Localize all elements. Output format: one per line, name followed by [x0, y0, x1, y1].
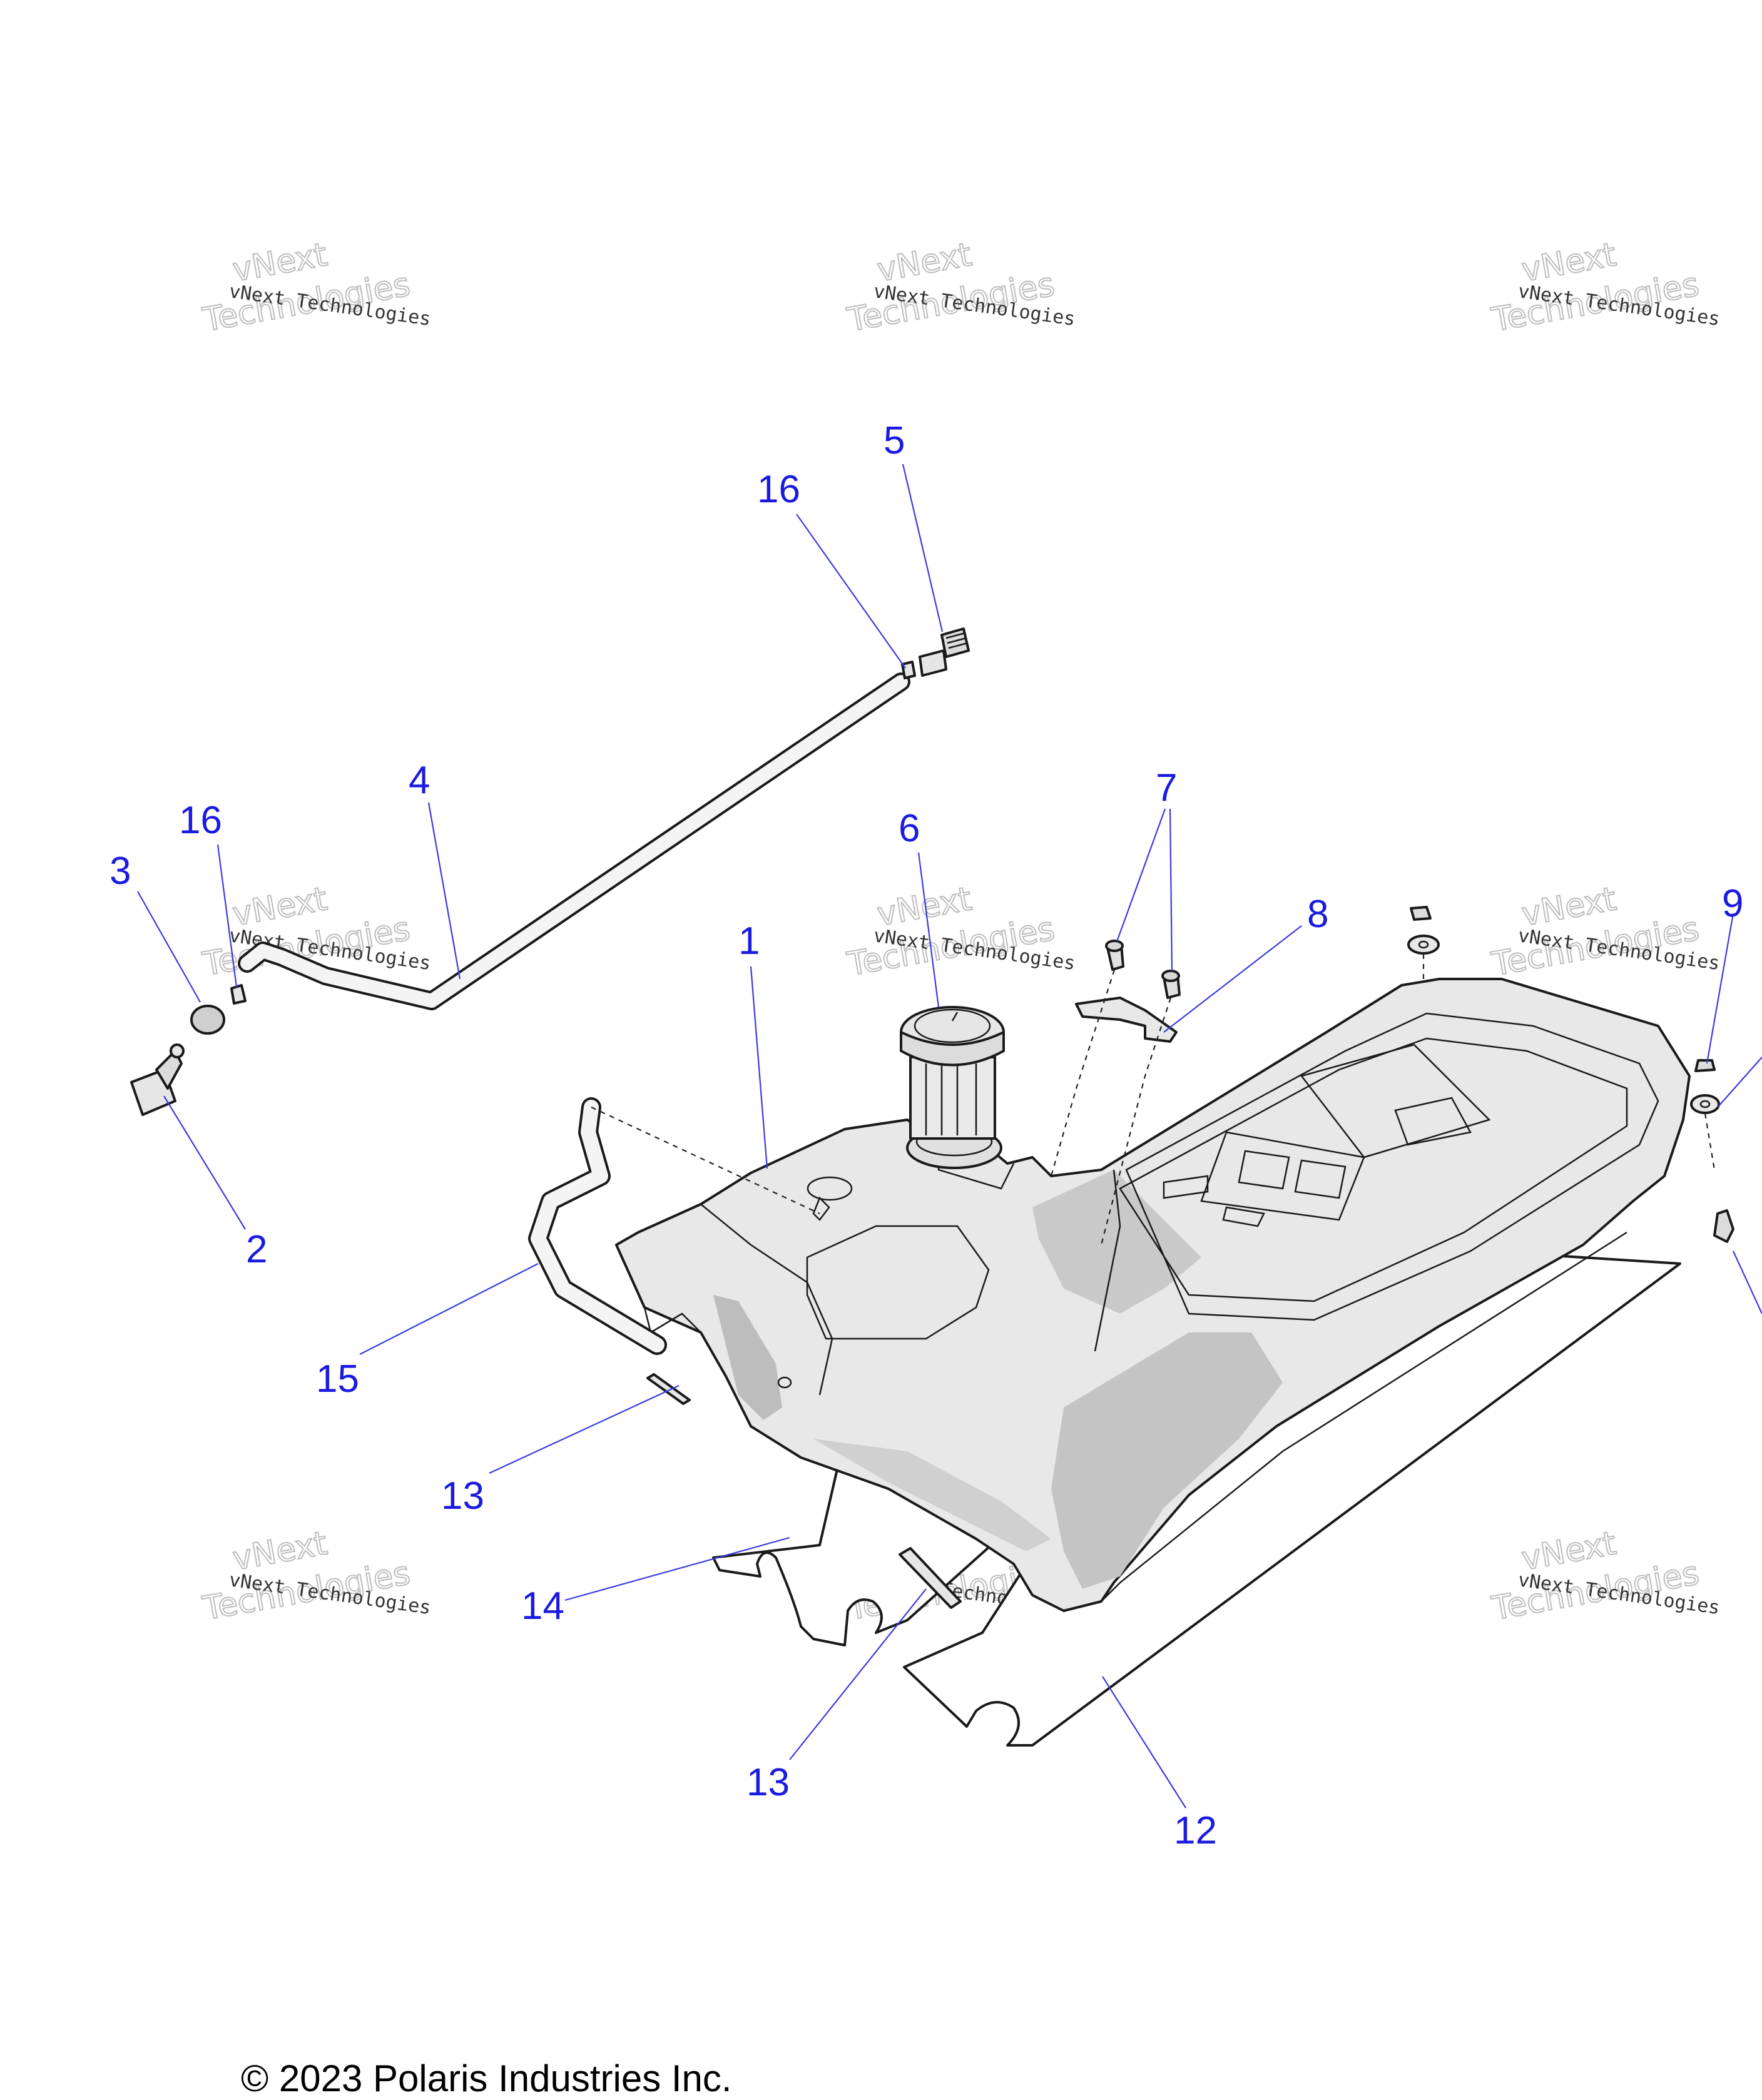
callout-16a: 16	[757, 468, 800, 511]
leader-5	[902, 464, 944, 632]
leader-13b	[789, 1588, 927, 1760]
part-12-plate	[903, 1234, 1681, 1747]
copyright-text: © 2023 Polaris Industries Inc.	[241, 2057, 732, 2099]
leader-7b	[1169, 808, 1173, 972]
leader-lines	[137, 464, 1762, 1808]
part-9-nut-washer	[1690, 1059, 1734, 1243]
part-6-fuel-cap	[900, 1006, 1005, 1140]
part-8-bracket	[1075, 997, 1178, 1043]
callout-6: 6	[899, 807, 920, 850]
leader-16b	[216, 844, 238, 988]
callout-7: 7	[1156, 766, 1177, 809]
callout-5: 5	[884, 419, 905, 462]
leader-9	[1706, 913, 1734, 1064]
leader-2	[163, 1095, 246, 1230]
leader-13a	[489, 1385, 680, 1474]
part-7-screws	[1105, 940, 1181, 999]
leader-7a	[1116, 808, 1166, 942]
part-2-fitting	[130, 1043, 185, 1116]
callout-8: 8	[1307, 893, 1328, 936]
callout-2: 2	[246, 1228, 267, 1271]
part-15-hose	[528, 1097, 667, 1355]
callout-13a: 13	[441, 1474, 484, 1518]
leader-4	[427, 802, 461, 980]
assembly-lines	[591, 954, 1716, 1245]
leader-6	[917, 852, 940, 1008]
leader-12	[1102, 1676, 1186, 1808]
leader-1	[750, 966, 768, 1169]
part-5-fitting	[919, 627, 970, 677]
callout-1: 1	[738, 920, 760, 963]
leader-9b	[1717, 1057, 1762, 1108]
callout-14: 14	[521, 1585, 564, 1628]
callout-16b: 16	[179, 799, 222, 842]
part-1-fuel-tank	[615, 978, 1691, 1612]
leader-8	[1163, 925, 1302, 1033]
callout-15: 15	[316, 1357, 359, 1401]
callouts: 1 2 3 4 5 6 7 8 9 12 13 13 14 15 16 16	[109, 419, 1743, 1852]
leader-16a	[796, 514, 906, 669]
part-13-pins	[646, 1373, 962, 1609]
callout-9: 9	[1722, 882, 1743, 925]
callout-3: 3	[109, 850, 131, 893]
callout-13b: 13	[746, 1761, 790, 1804]
callout-12: 12	[1174, 1809, 1217, 1852]
leader-10	[1733, 1250, 1762, 1314]
leader-15	[359, 1263, 539, 1355]
leader-3	[137, 891, 201, 1003]
part-3-grommet	[190, 1005, 225, 1035]
part-nut-washer	[1407, 906, 1440, 955]
callout-4: 4	[409, 759, 430, 802]
leader-14	[564, 1536, 790, 1601]
part-4-vent-tube	[238, 672, 910, 1010]
part-16-clamps	[230, 661, 916, 1005]
